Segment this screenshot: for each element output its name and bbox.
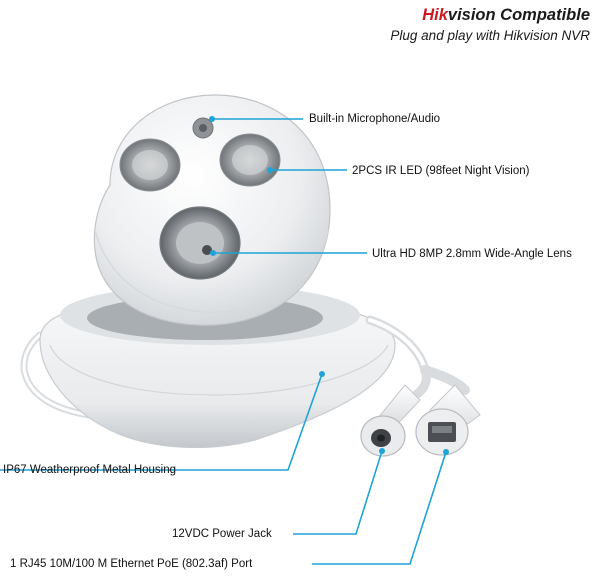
callout-lines [0, 116, 449, 565]
brand-title: Hikvision Compatible [390, 4, 590, 26]
brand-prefix: Hik [422, 6, 448, 24]
callout-ir-led: 2PCS IR LED (98feet Night Vision) [352, 165, 530, 177]
callout-housing: IP67 Weatherproof Metal Housing [3, 464, 177, 476]
header: Hikvision Compatible Plug and play with … [390, 4, 590, 46]
callout-ethernet-port: 1 RJ45 10M/100 M Ethernet PoE (802.3af) … [10, 558, 253, 570]
brand-rest: vision Compatible [447, 6, 590, 24]
callout-microphone: Built-in Microphone/Audio [309, 113, 441, 125]
rj45-connector [415, 384, 481, 456]
power-jack-connector [360, 384, 421, 457]
callout-power-jack: 12VDC Power Jack [172, 528, 272, 540]
callout-lens: Ultra HD 8MP 2.8mm Wide-Angle Lens [372, 248, 572, 260]
tagline: Plug and play with Hikvision NVR [390, 28, 590, 43]
